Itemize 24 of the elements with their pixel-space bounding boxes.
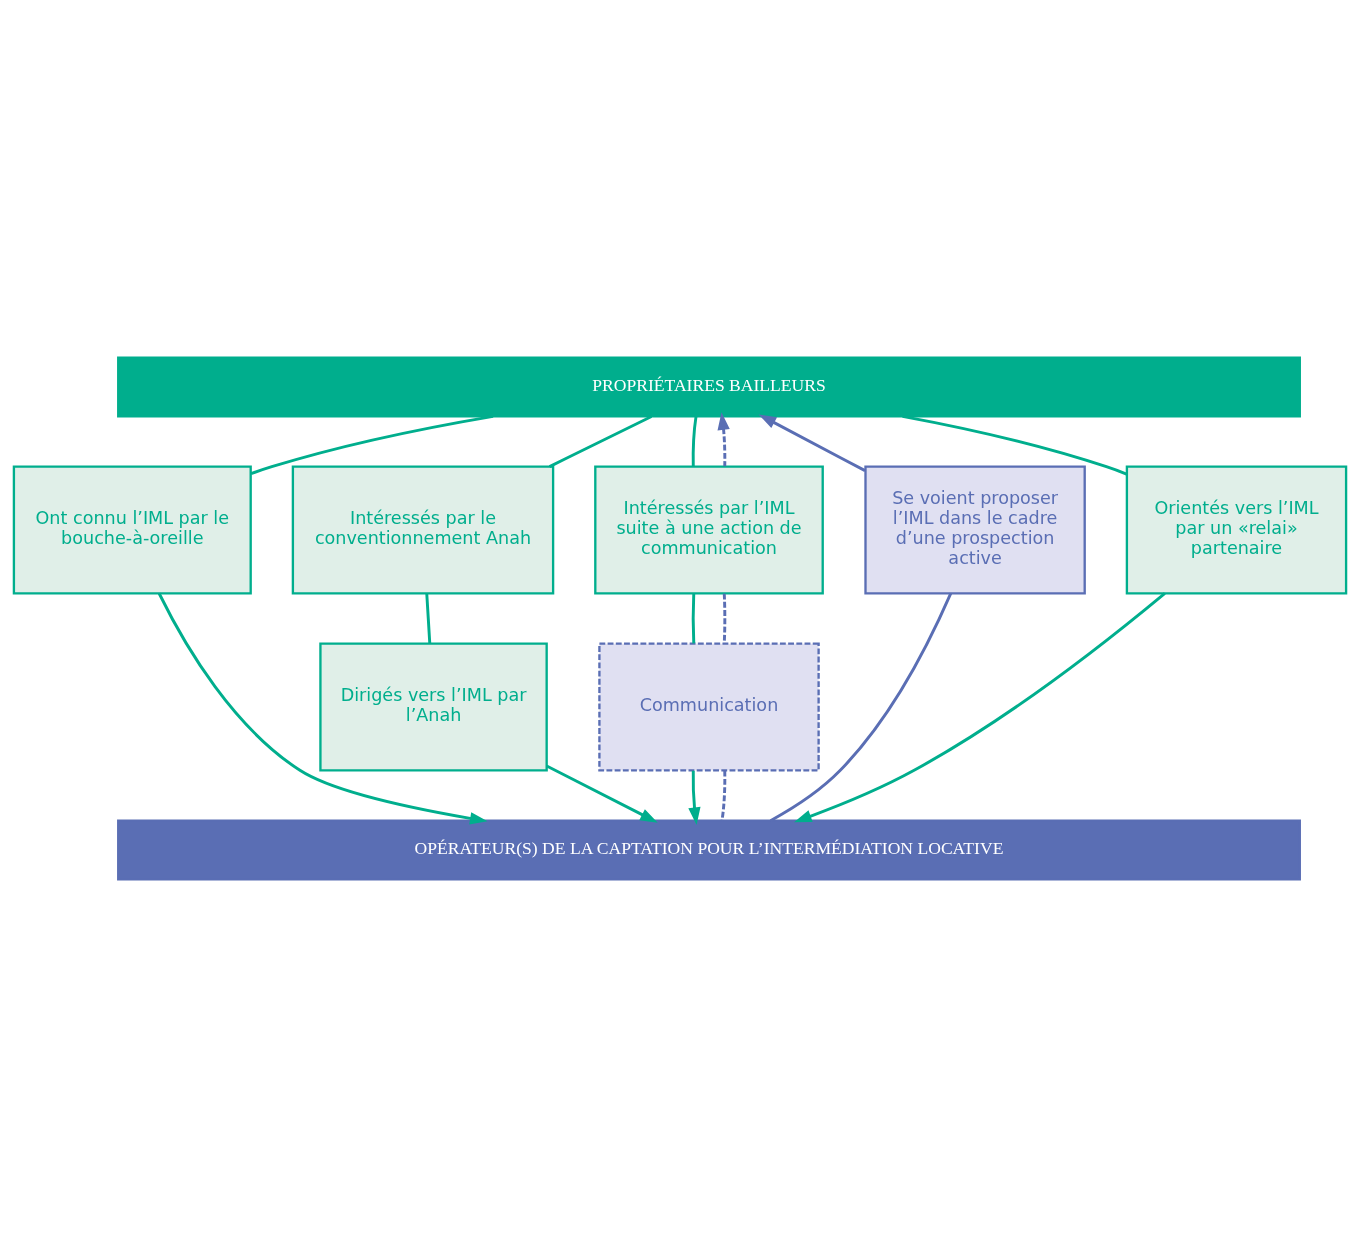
- arrow: [717, 411, 730, 466]
- node-box: Intéressés par l’IML suite à une action de communication: [594, 465, 824, 594]
- connector: [722, 593, 727, 643]
- node-box: Dirigés vers l’IML par l’Anah: [319, 642, 548, 771]
- connector: [902, 414, 1128, 475]
- connector: [691, 415, 698, 466]
- arrow: [794, 591, 1166, 822]
- arrow: [688, 770, 701, 825]
- connector: [720, 770, 727, 821]
- node-box: Communication: [598, 642, 820, 771]
- node-box: Intéressés par le conventionnement Anah: [291, 465, 555, 594]
- node-box: Orientés vers l’IML par un «relai» partenaire: [1125, 465, 1348, 594]
- arrow: [546, 764, 658, 823]
- connector: [548, 414, 653, 468]
- node-box: OPÉRATEUR(S) DE LA CAPTATION POUR L’INTERMÉDIATION LOCATIVE: [117, 819, 1301, 880]
- arrow: [157, 592, 488, 824]
- connector: [250, 414, 494, 475]
- node-box: Ont connu l’IML par le bouche-à-oreille: [12, 465, 252, 594]
- node-box: PROPRIÉTAIRES BAILLEURS: [117, 356, 1301, 417]
- connector: [769, 592, 953, 822]
- connector: [425, 593, 432, 643]
- connector: [691, 593, 696, 643]
- node-box: Se voient proposer l’IML dans le cadre d’une prospection active: [864, 465, 1086, 594]
- arrow: [758, 413, 866, 472]
